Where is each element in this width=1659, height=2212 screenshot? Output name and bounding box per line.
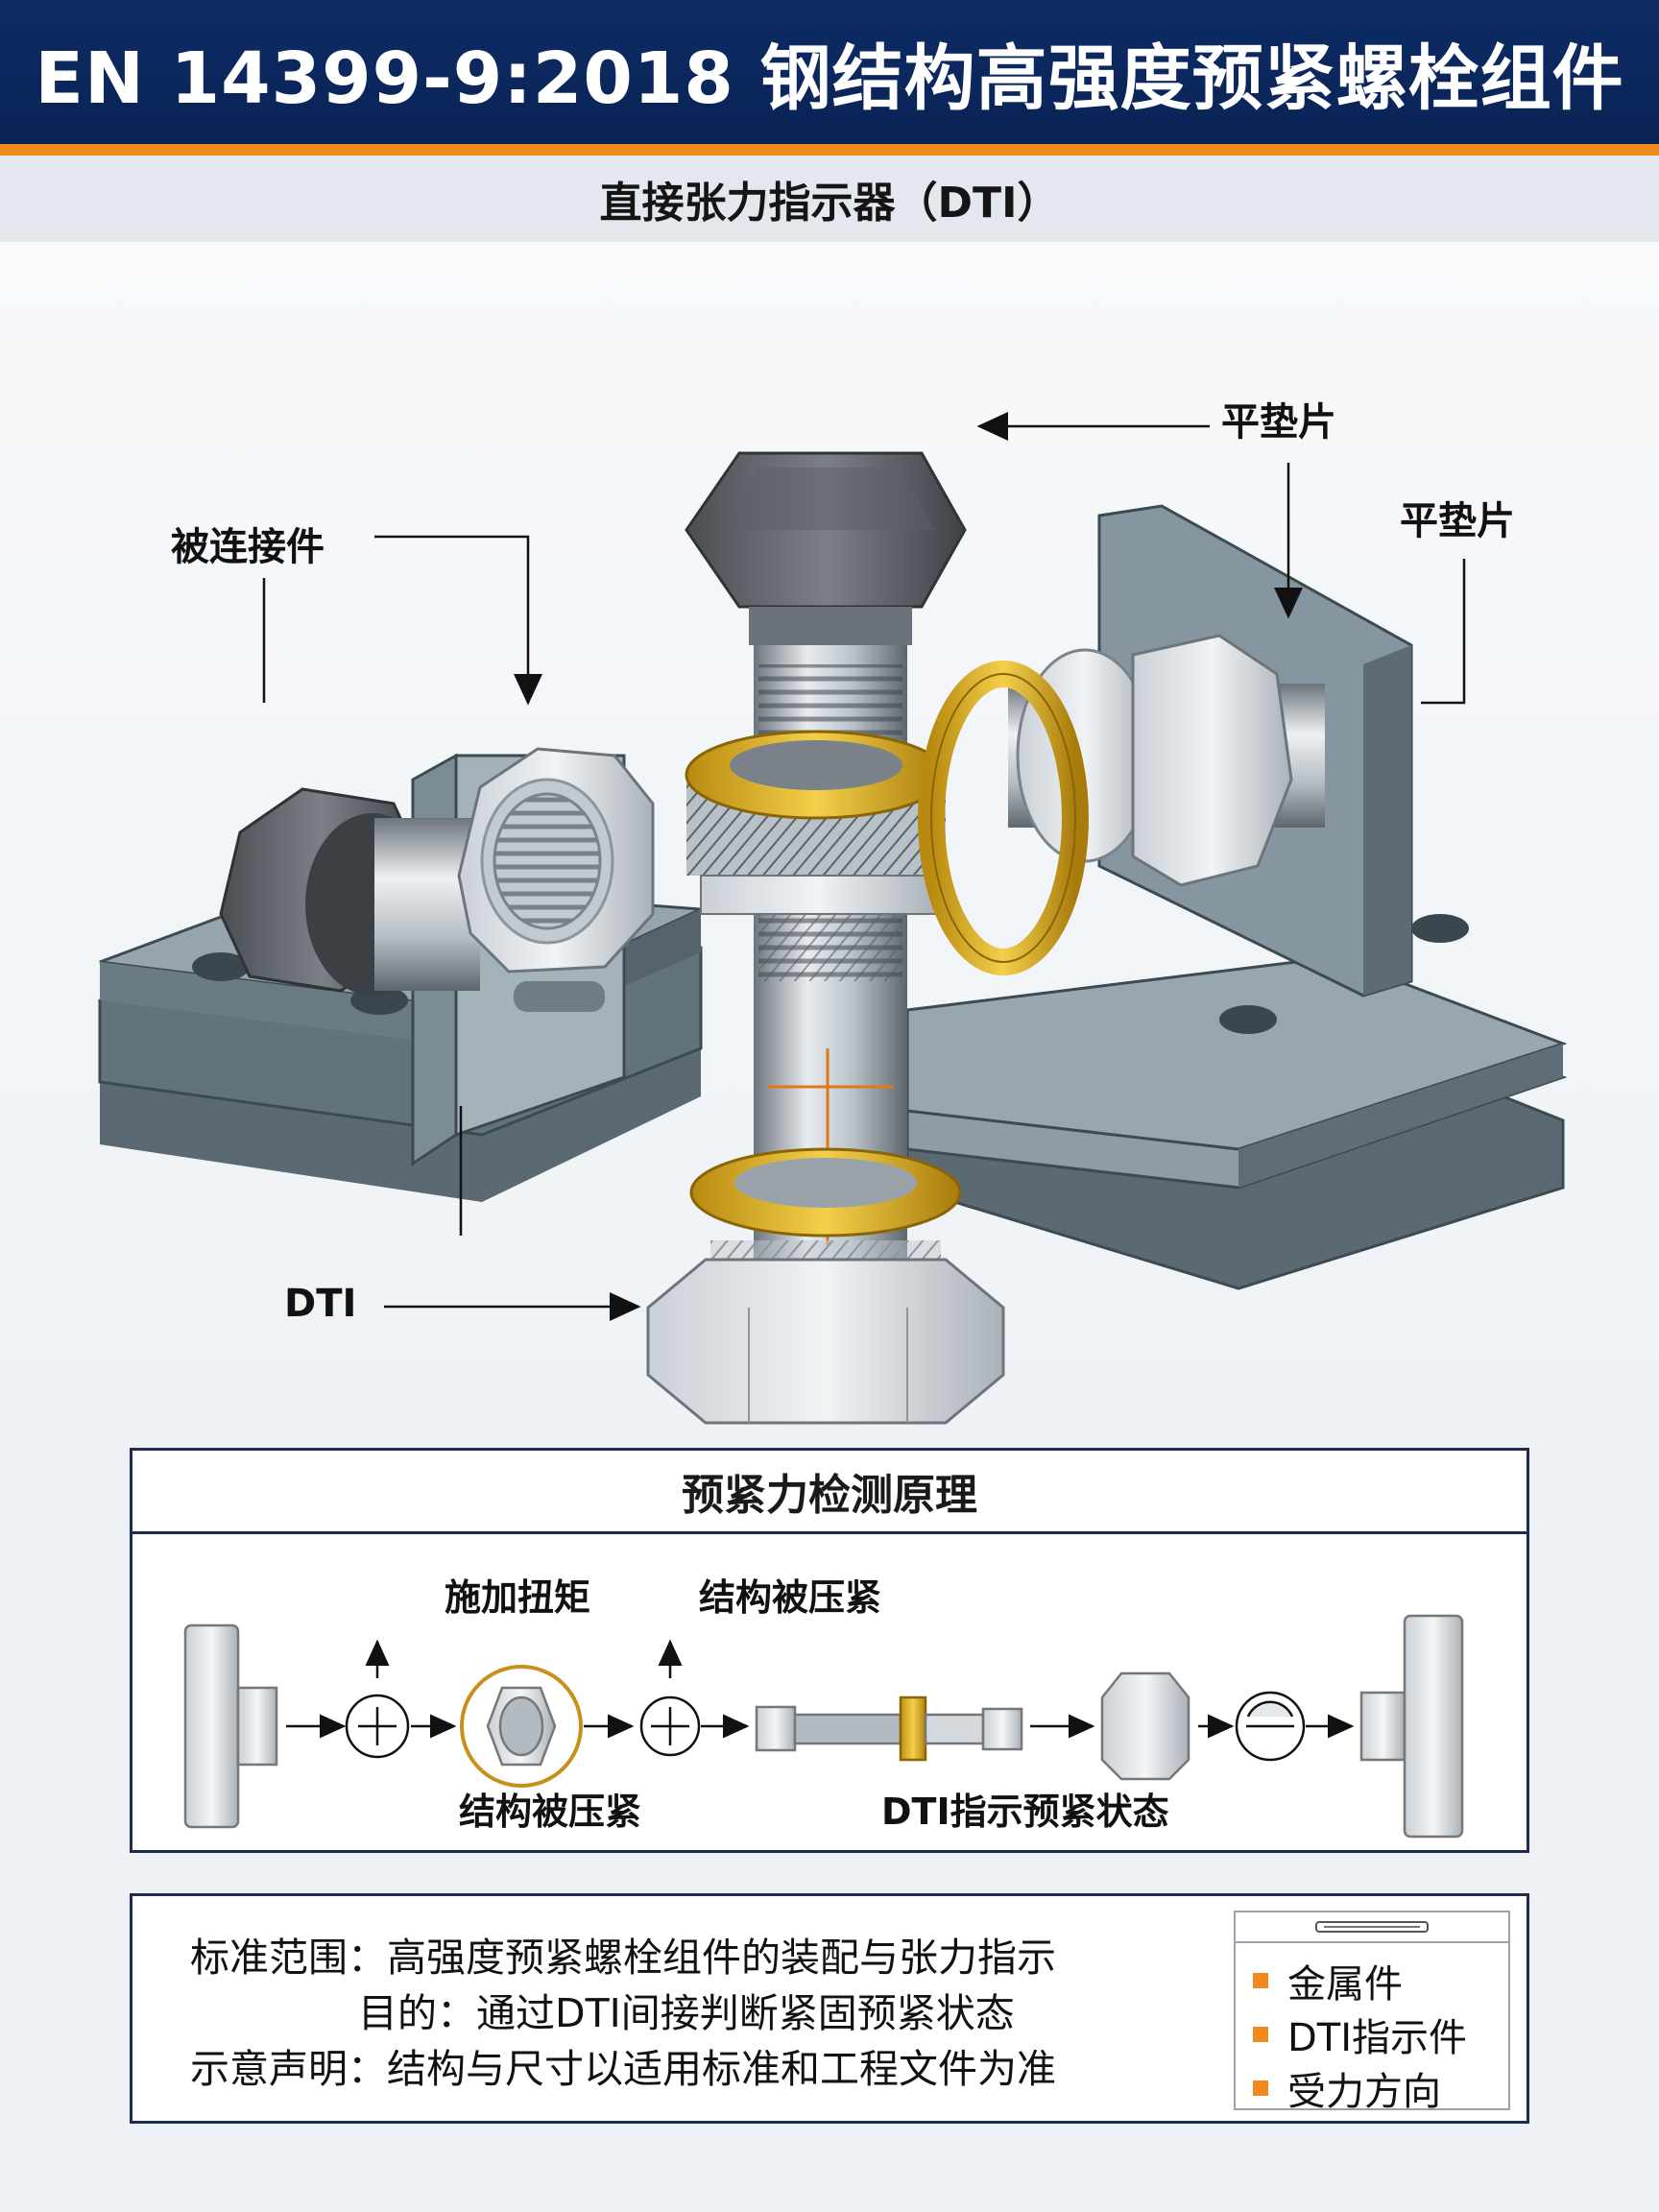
legend-metal-icon <box>1253 1973 1268 1988</box>
left-nut-light <box>457 747 655 974</box>
step-label-clamped-top: 结构被压紧 <box>699 1576 882 1619</box>
legend-item-force: 受力方向 <box>1253 2060 1441 2116</box>
legend-metal-label: 金属件 <box>1287 1962 1403 2007</box>
flat-washer-label-1: 平垫片 <box>1221 400 1336 445</box>
note-purpose: 目的：通过DTI间接判断紧固预紧状态 <box>358 1990 1015 2036</box>
right-plate-stack <box>905 504 1568 1290</box>
legend-header <box>1236 1912 1508 1943</box>
step2-nut-icon <box>460 1665 583 1788</box>
bolt-assembly-drawing <box>98 412 1568 1425</box>
legend-item-metal: 金属件 <box>1253 1953 1403 2008</box>
step4-nut-icon <box>1100 1671 1190 1781</box>
legend-dti-label: DTI指示件 <box>1287 2016 1468 2060</box>
page-title: EN 14399-9:2018 钢结构高强度预紧螺栓组件 <box>35 36 1624 120</box>
upper-dti-assembly <box>685 730 948 915</box>
step1-plus-icon <box>345 1694 410 1759</box>
legend-force-icon <box>1253 2080 1268 2096</box>
step-label-dti-indicates: DTI指示预紧状态 <box>881 1791 1169 1833</box>
assembly-illustration: 被连接件 平垫片 平垫片 DTI <box>0 242 1659 1442</box>
left-nut-dark <box>219 787 480 996</box>
legend-dti-icon <box>1253 2027 1268 2042</box>
legend-force-label: 受力方向 <box>1287 2070 1441 2114</box>
notes-panel: 标准范围：高强度预紧螺栓组件的装配与张力指示 目的：通过DTI间接判断紧固预紧状… <box>130 1893 1529 2124</box>
clamped-parts-label: 被连接件 <box>171 525 325 569</box>
lower-dti-assembly <box>646 1147 1005 1425</box>
callout-leaders <box>262 412 1466 1321</box>
step3-bolt-dti-icon <box>755 1695 1023 1762</box>
principle-panel: 预紧力检测原理 <box>130 1448 1529 1853</box>
dti-label: DTI <box>284 1282 357 1326</box>
legend-box: 金属件 DTI指示件 受力方向 <box>1234 1911 1510 2114</box>
title-banner: EN 14399-9:2018 钢结构高强度预紧螺栓组件 <box>0 0 1659 144</box>
subtitle-band: 直接张力指示器（DTI） <box>0 156 1659 242</box>
step1-bolt-icon <box>183 1623 278 1829</box>
legend-header-icon <box>1315 1921 1429 1933</box>
step2-plus-icon <box>639 1695 701 1757</box>
principle-title: 预紧力检测原理 <box>132 1451 1527 1534</box>
page-subtitle: 直接张力指示器（DTI） <box>599 179 1060 228</box>
note-disclaimer: 示意声明：结构与尺寸以适用标准和工程文件为准 <box>190 2046 1056 2092</box>
accent-stripe <box>0 144 1659 156</box>
step5-bolt-icon <box>1359 1614 1464 1839</box>
step-label-clamped-bottom: 结构被压紧 <box>459 1791 642 1833</box>
step-label-torque: 施加扭矩 <box>445 1576 591 1619</box>
note-scope: 标准范围：高强度预紧螺栓组件的装配与张力指示 <box>190 1935 1056 1981</box>
flat-washer-label-2: 平垫片 <box>1400 499 1515 543</box>
step4-gauge-icon <box>1235 1691 1306 1762</box>
side-dti-ring <box>918 661 1089 975</box>
principle-flow-diagram <box>183 1614 1464 1839</box>
legend-item-dti: DTI指示件 <box>1253 2007 1467 2062</box>
